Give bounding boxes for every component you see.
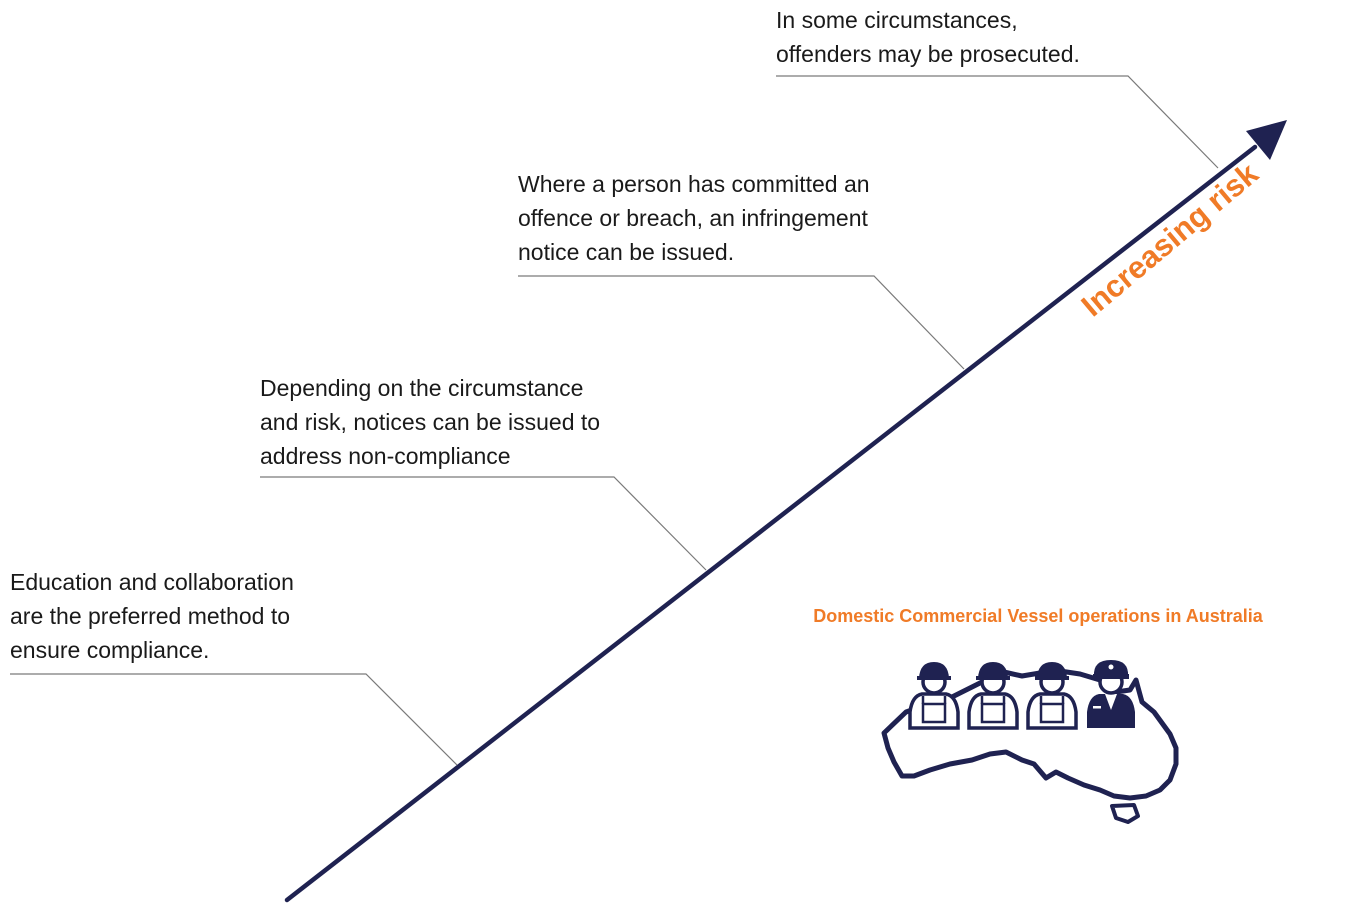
stage-1-leader — [10, 673, 458, 766]
worker-helmet-icon — [967, 662, 1019, 730]
stage-1-description: Education and collaboration are the pref… — [10, 569, 294, 663]
stage-3-description: Where a person has committed an offence … — [518, 171, 870, 265]
tasmania-icon — [1110, 803, 1140, 824]
dcv-illustration-title: Domestic Commercial Vessel operations in… — [813, 606, 1263, 626]
stage-2-description: Depending on the circumstance and risk, … — [260, 375, 601, 469]
worker-helmet-icon — [908, 662, 960, 730]
stage-3-leader — [518, 275, 965, 370]
stage-4-description: In some circumstances, offenders may be … — [776, 7, 1080, 67]
dcv-illustration — [881, 660, 1179, 824]
risk-arrow-line — [284, 144, 1258, 903]
risk-arrow-head — [1246, 120, 1287, 160]
stage-4-leader — [776, 75, 1219, 169]
captain-icon — [1087, 660, 1135, 728]
worker-helmet-icon — [1026, 662, 1078, 730]
stage-2-leader — [260, 476, 707, 571]
